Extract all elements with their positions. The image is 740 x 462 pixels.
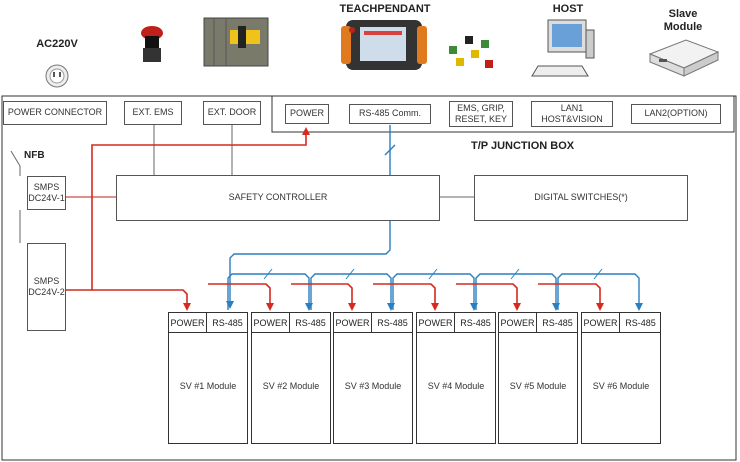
module-power-port: POWER xyxy=(169,313,207,333)
nfb-label: NFB xyxy=(24,150,45,161)
rs485-comm-port: RS-485 Comm. xyxy=(349,104,431,124)
module-rs485-port: RS-485 xyxy=(537,313,578,333)
lan2-port: LAN2(OPTION) xyxy=(631,104,721,124)
rs485-link xyxy=(392,273,478,311)
module-label: SV #6 Module xyxy=(592,381,650,391)
safety-door-icon xyxy=(203,17,269,67)
safety-controller: SAFETY CONTROLLER xyxy=(116,175,440,221)
module-label: SV #2 Module xyxy=(262,381,320,391)
module-label: SV #4 Module xyxy=(427,381,485,391)
module-rs485-port: RS-485 xyxy=(290,313,331,333)
module-label: SV #1 Module xyxy=(179,381,237,391)
module-rs485-port: RS-485 xyxy=(455,313,496,333)
rs485-link xyxy=(310,273,395,311)
bus-slash-mark xyxy=(510,268,520,280)
top-port-frame xyxy=(271,95,735,133)
teachpendant-label: TEACHPENDANT xyxy=(339,3,431,15)
lan1-port: LAN1 HOST&VISION xyxy=(531,101,613,127)
smps-2: SMPS DC24V-2 xyxy=(27,243,66,331)
host-label: HOST xyxy=(552,3,584,15)
bus-slash-mark xyxy=(263,268,273,280)
module-power-port: POWER xyxy=(334,313,372,333)
rs485-link xyxy=(227,273,313,311)
module-rs485-port: RS-485 xyxy=(207,313,248,333)
module-power-port: POWER xyxy=(417,313,455,333)
power-outlet-icon xyxy=(45,64,69,88)
power-link xyxy=(291,283,356,311)
teach-pendant-icon xyxy=(341,20,427,70)
ext-ems-port: EXT. EMS xyxy=(124,101,182,125)
power-link xyxy=(373,283,439,311)
module-power-port: POWER xyxy=(582,313,620,333)
power-connector-port: POWER CONNECTOR xyxy=(3,101,107,125)
smps-1: SMPS DC24V-1 xyxy=(27,176,66,210)
rs485-link xyxy=(475,273,560,311)
rs485-trunk xyxy=(226,125,396,309)
power-link xyxy=(456,283,521,311)
module-label: SV #3 Module xyxy=(344,381,402,391)
slave-module-label: Slave Module xyxy=(663,8,703,34)
slave-module-box-icon xyxy=(648,39,720,77)
power-link xyxy=(208,283,274,311)
power-link xyxy=(92,289,191,311)
module-rs485-port: RS-485 xyxy=(372,313,413,333)
bus-slash-mark xyxy=(593,268,603,280)
ext-door-port: EXT. DOOR xyxy=(203,101,261,125)
power-link xyxy=(538,283,604,311)
module-power-port: POWER xyxy=(252,313,290,333)
junction-box-title: T/P JUNCTION BOX xyxy=(471,140,575,152)
module-chains xyxy=(92,268,643,311)
rs485-link xyxy=(557,273,643,311)
module-rs485-port: RS-485 xyxy=(620,313,661,333)
power-trunk xyxy=(66,127,310,291)
host-computer-icon xyxy=(531,19,595,77)
ac-label: AC220V xyxy=(36,38,78,50)
module-label: SV #5 Module xyxy=(509,381,567,391)
bus-slash-mark xyxy=(345,268,355,280)
emergency-stop-button-icon xyxy=(141,26,163,62)
bus-slash-mark xyxy=(428,268,438,280)
digital-switches: DIGITAL SWITCHES(*) xyxy=(474,175,688,221)
module-power-port: POWER xyxy=(499,313,537,333)
signal-wires xyxy=(10,125,474,243)
ems-grip-port: EMS, GRIP, RESET, KEY xyxy=(449,101,513,127)
power-port: POWER xyxy=(285,104,329,124)
push-buttons-icon xyxy=(449,36,493,68)
